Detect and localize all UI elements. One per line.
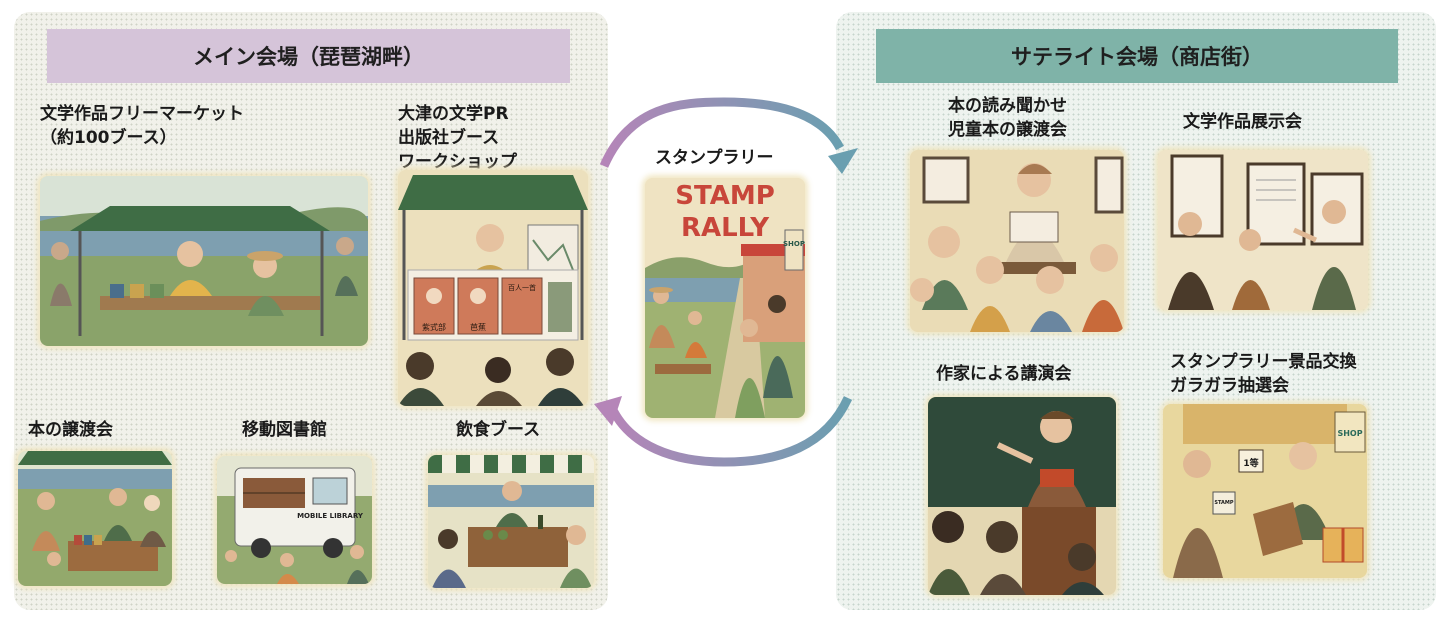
exhibition-label: 文学作品展示会: [1183, 112, 1302, 132]
book-transfer-illustration: [18, 451, 172, 586]
stamp-title-line2: RALLY: [681, 213, 770, 243]
satellite-venue-header: サテライト会場（商店街）: [876, 29, 1398, 83]
portrait2-caption: 芭蕉: [470, 322, 486, 332]
lottery-illustration: SHOP 1等 STAMP: [1163, 404, 1367, 578]
mobile-library-label: 移動図書館: [242, 420, 327, 440]
shop-sign: SHOP: [783, 240, 805, 248]
lottery-label: スタンプラリー景品交換 ガラガラ抽選会: [1170, 350, 1357, 398]
reading-illustration: [910, 150, 1124, 332]
stamp-rally-illustration: STAMP RALLY SHOP: [645, 178, 805, 418]
main-venue-header: メイン会場（琵琶湖畔）: [47, 29, 570, 83]
lottery-label-line1: スタンプラリー景品交換: [1170, 352, 1357, 372]
arrow-bottom-head: [594, 396, 622, 426]
food-booth-label: 飲食ブース: [456, 420, 541, 440]
stamp-rally-label: スタンプラリー: [655, 148, 774, 168]
flea-market-illustration: [40, 176, 368, 346]
main-venue-header-text: メイン会場（琵琶湖畔）: [193, 45, 424, 69]
lecture-label: 作家による講演会: [936, 364, 1072, 384]
flea-market-label: 文学作品フリーマーケット （約100ブース）: [40, 102, 244, 150]
prize-sign: 1等: [1243, 457, 1258, 469]
stamp-title-line1: STAMP: [675, 181, 775, 211]
pr-booth-label: 大津の文学PR 出版社ブース ワークショップ: [398, 102, 517, 174]
pr-booth-illustration: 紫式部 芭蕉 百人一首: [398, 170, 588, 406]
lottery-label-line2: ガラガラ抽選会: [1170, 376, 1289, 396]
reading-label: 本の読み聞かせ 児童本の譲渡会: [948, 94, 1067, 142]
pr-booth-label-line1: 大津の文学PR: [398, 104, 509, 124]
awning: [428, 455, 594, 473]
lecture-illustration: [928, 397, 1116, 595]
flea-market-label-line1: 文学作品フリーマーケット: [40, 104, 244, 124]
book-transfer-label: 本の譲渡会: [28, 420, 113, 440]
portrait1-caption: 紫式部: [422, 322, 446, 332]
arrow-bottom: [607, 396, 853, 467]
satellite-venue-header-text: サテライト会場（商店街）: [1011, 45, 1263, 69]
van-sign: MOBILE LIBRARY: [297, 512, 364, 520]
food-booth-illustration: [428, 455, 594, 588]
arrow-top: [599, 97, 844, 168]
cycle-arrows: [594, 97, 858, 467]
reading-label-line1: 本の読み聞かせ: [948, 96, 1067, 116]
lottery-shop-sign: SHOP: [1337, 429, 1362, 438]
pr-booth-label-line3: ワークショップ: [398, 152, 517, 172]
reading-label-line2: 児童本の譲渡会: [948, 120, 1067, 140]
arrow-top-head: [828, 148, 858, 174]
pr-booth-label-line2: 出版社ブース: [398, 128, 500, 148]
mobile-library-illustration: MOBILE LIBRARY: [217, 456, 372, 584]
stamp-card: STAMP: [1214, 500, 1233, 506]
flea-market-label-line2: （約100ブース）: [40, 128, 177, 148]
exhibition-illustration: [1158, 150, 1368, 310]
card-caption: 百人一首: [508, 283, 536, 292]
